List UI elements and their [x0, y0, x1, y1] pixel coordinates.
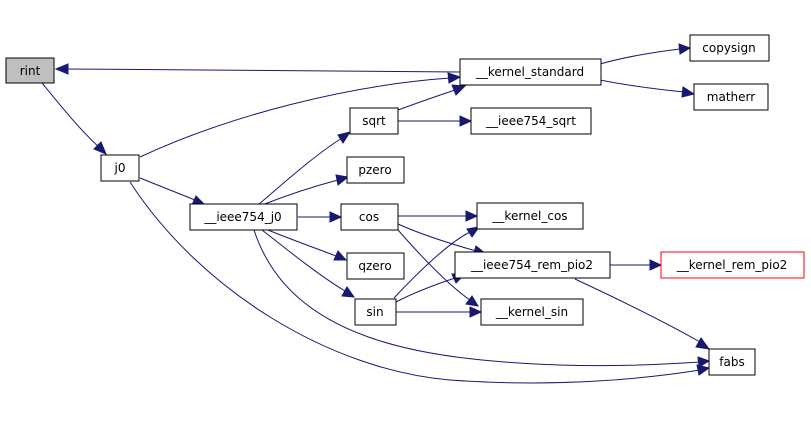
- edge-ieee754-j0-to-fabs: [253, 229, 711, 368]
- node-qzero[interactable]: qzero: [346, 252, 405, 280]
- edge-ieee754-j0-to-sqrt: [257, 131, 352, 206]
- node-label: rint: [20, 64, 41, 78]
- node-kernel-rem-pio2[interactable]: __kernel_rem_pio2: [660, 251, 805, 279]
- node-label: __kernel_sin: [495, 305, 568, 319]
- node-label: pzero: [358, 163, 391, 177]
- node-fabs[interactable]: fabs: [708, 348, 756, 376]
- edge-sqrt-to-kernel-standard: [397, 84, 467, 111]
- edge-sqrt-to-ieee754-sqrt: [398, 115, 473, 127]
- node-label: matherr: [707, 90, 755, 104]
- node-label: sqrt: [362, 114, 386, 128]
- edge-kernel-standard-to-copysign: [599, 43, 692, 65]
- node-label: __ieee754_j0: [203, 210, 281, 224]
- node-label: __ieee754_rem_pio2: [470, 258, 593, 272]
- node-label: __kernel_rem_pio2: [676, 258, 788, 272]
- edge-ieee754-rem-pio2-to-fabs: [574, 278, 711, 350]
- edge-rint-to-j0: [41, 82, 107, 155]
- edge-sin-to-kernel-sin: [396, 306, 483, 318]
- node-label: copysign: [702, 41, 755, 55]
- edge-j0-to-fabs: [129, 181, 711, 384]
- node-copysign[interactable]: copysign: [689, 34, 770, 62]
- node-matherr[interactable]: matherr: [693, 83, 769, 111]
- node-label: __kernel_cos: [491, 209, 567, 223]
- node-pzero[interactable]: pzero: [346, 156, 405, 184]
- node-kernel-sin[interactable]: __kernel_sin: [480, 298, 584, 326]
- edge-kernel-standard-to-matherr: [599, 79, 696, 98]
- edge-j0-to-kernel-standard: [139, 72, 462, 158]
- edge-cos-to-kernel-sin: [397, 229, 479, 307]
- node-ieee754-rem-pio2[interactable]: __ieee754_rem_pio2: [454, 251, 611, 279]
- node-label: j0: [114, 161, 126, 175]
- node-ieee754-j0[interactable]: __ieee754_j0: [189, 203, 298, 231]
- node-label: cos: [359, 210, 379, 224]
- edge-sin-to-kernel-cos: [393, 226, 481, 299]
- node-label: __kernel_standard: [475, 65, 584, 79]
- node-rint[interactable]: rint: [5, 57, 55, 84]
- node-kernel-standard[interactable]: __kernel_standard: [459, 58, 602, 86]
- node-label: fabs: [719, 355, 744, 369]
- edge-ieee754-j0-to-pzero: [261, 174, 350, 206]
- edge-ieee754-j0-to-sin: [261, 229, 356, 298]
- edge-j0-to-ieee754-j0: [139, 177, 207, 206]
- node-cos[interactable]: cos: [340, 203, 399, 231]
- node-label: qzero: [358, 259, 391, 273]
- node-kernel-cos[interactable]: __kernel_cos: [476, 202, 584, 230]
- node-sqrt[interactable]: sqrt: [349, 107, 399, 135]
- node-label: __ieee754_sqrt: [485, 114, 576, 128]
- edge-ieee754-rem-pio2-to-kernel-rem-pio2: [610, 259, 663, 271]
- node-label: sin: [366, 305, 383, 319]
- node-j0[interactable]: j0: [100, 154, 140, 182]
- edge-ieee754-j0-to-qzero: [267, 229, 348, 261]
- node-ieee754-sqrt[interactable]: __ieee754_sqrt: [470, 107, 592, 135]
- edge-cos-to-kernel-cos: [398, 210, 479, 222]
- edge-ieee754-j0-to-cos: [298, 211, 343, 223]
- edge-kernel-standard-to-rint: [54, 63, 461, 75]
- node-sin[interactable]: sin: [354, 298, 397, 326]
